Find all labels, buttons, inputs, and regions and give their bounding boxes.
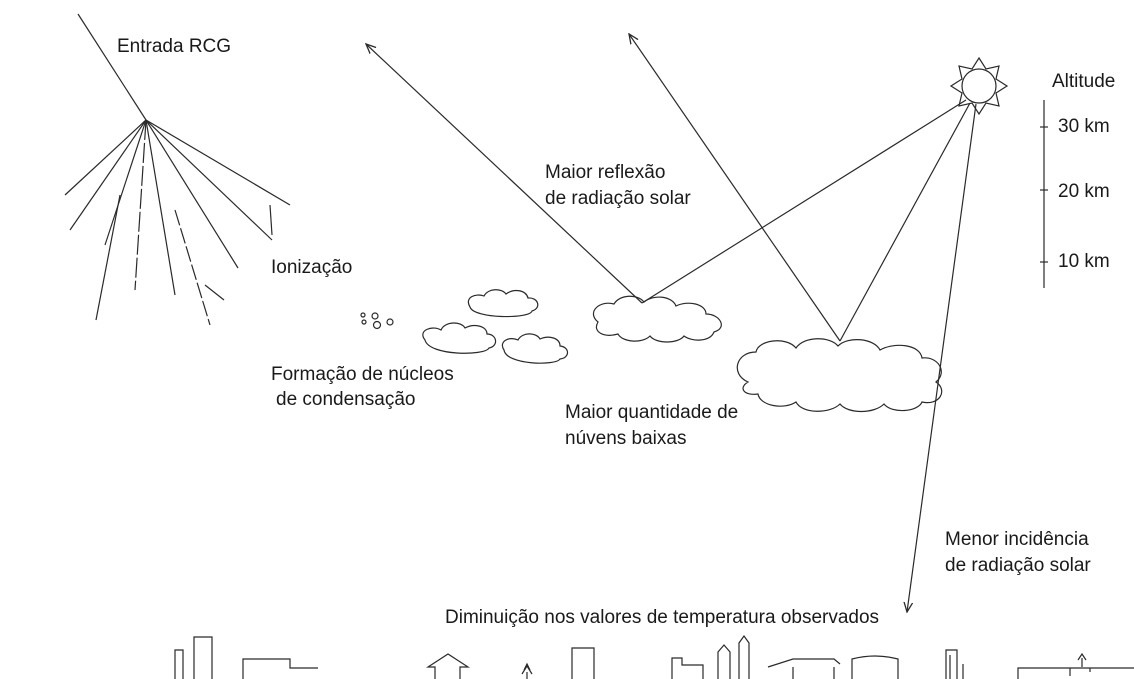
cosmic-ray-entry-label: Entrada RCG <box>117 36 232 57</box>
altitude-tick-30: 30 km <box>1058 116 1110 137</box>
reflected-radiation-arrow <box>366 44 643 304</box>
altitude-tick-10: 10 km <box>1058 251 1110 272</box>
cosmic-ray-cascade <box>64 13 291 326</box>
condensation-nuclei <box>360 312 394 330</box>
more-reflection-label-line2: de radiação solar <box>545 188 691 209</box>
tree-icon <box>1077 652 1087 667</box>
building-icon <box>571 647 595 679</box>
ionization-label: Ionização <box>271 257 353 278</box>
altitude-title: Altitude <box>1052 71 1116 92</box>
building-icon <box>945 649 964 679</box>
ground-incidence-arrow <box>907 103 977 612</box>
building-icon <box>425 653 471 679</box>
altitude-scale <box>1040 100 1048 288</box>
building-icon <box>717 644 731 679</box>
temperature-decrease-label: Diminuição nos valores de temperatura ob… <box>445 607 880 628</box>
building-icon <box>1017 667 1134 679</box>
building-icon <box>671 657 704 679</box>
more-reflection-label-line1: Maior reflexão <box>545 162 666 183</box>
less-incidence-label-line1: Menor incidência <box>945 529 1089 550</box>
less-incidence-label-line2: de radiação solar <box>945 555 1091 576</box>
incoming-radiation-line <box>641 99 967 304</box>
building-icon <box>174 649 184 679</box>
cloud-reflection-arrow <box>629 34 841 342</box>
nuclei-formation-label-line1: Formação de núcleos <box>271 364 454 385</box>
building-icon <box>851 655 899 679</box>
sun-icon <box>949 56 1009 116</box>
building-icon <box>242 658 318 679</box>
building-icon <box>193 636 213 679</box>
building-icon <box>738 634 750 679</box>
primary-ray <box>77 13 147 121</box>
city-skyline <box>174 634 1134 679</box>
more-low-clouds-label-line2: núvens baixas <box>565 428 687 449</box>
building-icon <box>767 658 841 679</box>
more-low-clouds-label-line1: Maior quantidade de <box>565 402 739 423</box>
altitude-tick-20: 20 km <box>1058 181 1110 202</box>
nuclei-formation-label-line2: de condensação <box>276 389 416 410</box>
cloud-icon <box>592 295 722 343</box>
cloud-icon <box>736 338 943 413</box>
cloud-icon <box>467 289 539 318</box>
cloud-incoming-line <box>839 102 971 342</box>
cloud-icon <box>422 322 497 354</box>
cloud-icon <box>501 333 569 364</box>
tree-icon <box>521 662 533 679</box>
